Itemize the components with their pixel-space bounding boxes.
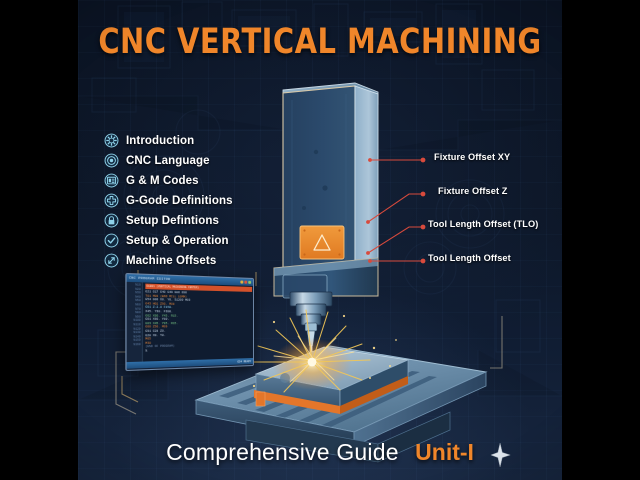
background-blueprint-blocks	[78, 1, 562, 401]
machine-column	[282, 82, 379, 291]
callout-label-0: Fixture Offset XY	[434, 152, 511, 162]
lock-icon	[104, 213, 119, 228]
code-content[interactable]: O1001 (VERTICAL MACHINING CENTER) G21 G1…	[143, 282, 253, 361]
diagonal-arrows-icon	[104, 253, 119, 268]
page-title: CNC VERTICAL MACHINING	[98, 22, 542, 62]
menu-item-g-gode-definitions[interactable]: G-Gode Definitions	[104, 191, 233, 210]
callout-label-1: Fixture Offset Z	[438, 186, 508, 196]
subtitle: Comprehensive Guide	[166, 439, 399, 465]
window-controls[interactable]	[240, 280, 252, 284]
menu-item-cnc-language[interactable]: CNC Language	[104, 151, 233, 170]
callout-label-2: Tool Length Offset (TLO)	[428, 219, 539, 229]
program-banner-text: O1001 (VERTICAL MACHINING CENTER)	[146, 284, 199, 290]
menu-item-label: Setup Defintions	[126, 214, 219, 227]
code-panel-status: G54 READY	[237, 359, 252, 364]
menu-item-label: Setup & Operation	[126, 234, 229, 247]
menu-item-machine-offsets[interactable]: Machine Offsets	[104, 251, 233, 270]
sparkle-cursor-icon	[490, 443, 511, 467]
spark-burst	[243, 309, 397, 393]
footer-row: Comprehensive Guide Unit-I	[78, 439, 562, 467]
code-line-number: N160	[133, 342, 141, 347]
gear-icon	[104, 133, 119, 148]
letterbox-right	[562, 0, 640, 480]
menu-item-setup-operation[interactable]: Setup & Operation	[104, 231, 233, 250]
menu-item-label: CNC Language	[126, 154, 210, 167]
letterbox-left	[0, 0, 78, 480]
maximize-dot[interactable]	[248, 280, 252, 284]
menu-item-label: G-Gode Definitions	[126, 194, 233, 207]
code-panel-title: CNC PROGRAM EDITOR	[128, 276, 171, 282]
menu-item-label: G & M Codes	[126, 174, 199, 187]
menu-item-introduction[interactable]: Introduction	[104, 131, 233, 150]
check-icon	[104, 233, 119, 248]
cnc-machine-illustration	[115, 82, 503, 463]
warning-plate	[299, 225, 345, 260]
menu-item-label: Machine Offsets	[126, 254, 217, 267]
menu-item-setup-defintions[interactable]: Setup Defintions	[104, 211, 233, 230]
menu-item-label: Introduction	[126, 134, 195, 147]
document-icon	[104, 173, 119, 188]
unit-badge: Unit-I	[415, 439, 474, 465]
frame-accent-lines	[115, 316, 503, 415]
spindle-head	[273, 257, 379, 362]
callout-label-3: Tool Length Offset	[428, 253, 511, 263]
close-dot[interactable]	[244, 280, 248, 284]
background-gear-outlines	[107, 109, 505, 299]
target-icon	[104, 153, 119, 168]
menu-item-g-m-codes[interactable]: G & M Codes	[104, 171, 233, 190]
plus-cross-icon	[104, 193, 119, 208]
minimize-dot[interactable]	[240, 280, 244, 284]
